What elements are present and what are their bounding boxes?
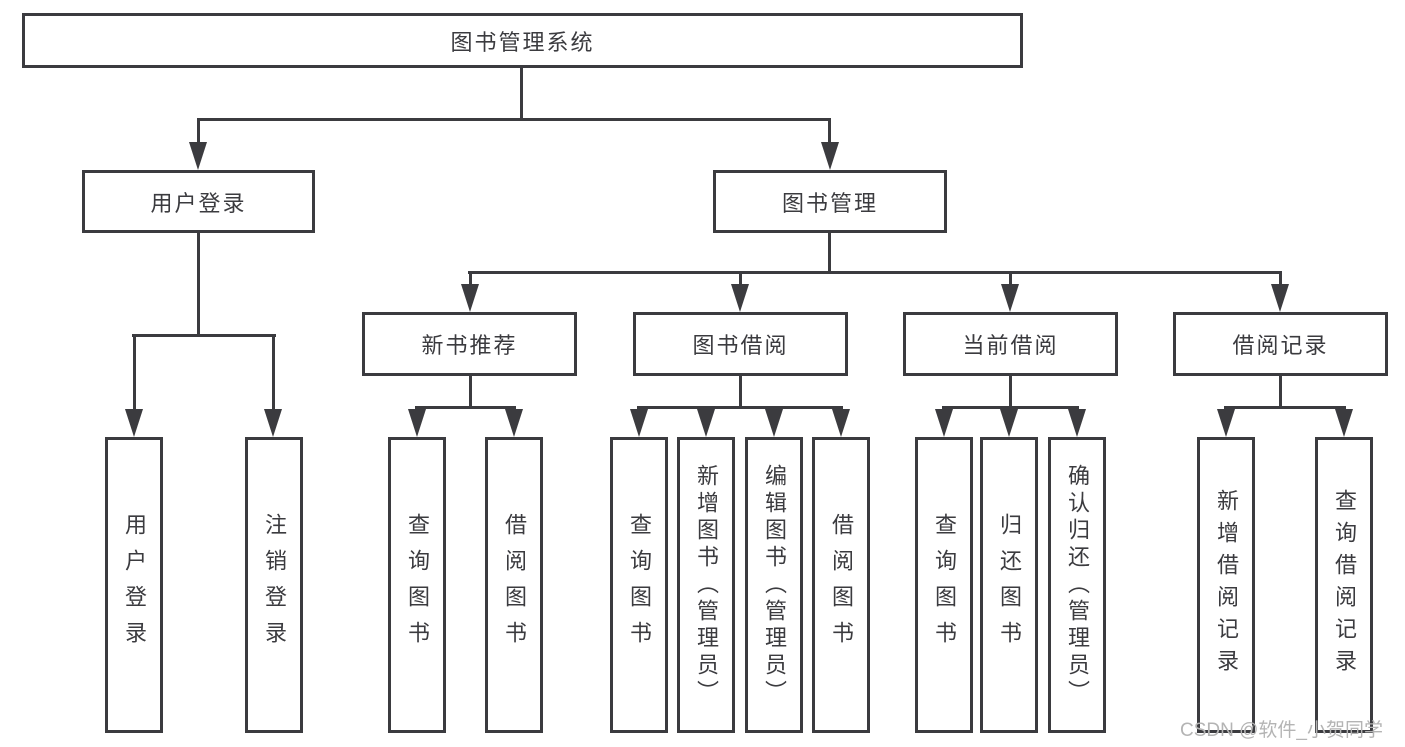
- node-new-book-recommendation: 新书推荐: [362, 312, 577, 376]
- arrow-down-icon: [189, 142, 207, 170]
- arrow-down-icon: [408, 409, 426, 437]
- arrow-down-icon: [731, 284, 749, 312]
- leaf-borrow-books: 借阅图书: [485, 437, 543, 733]
- node-label: 用户登录: [150, 190, 247, 216]
- arrow-down-icon: [832, 409, 850, 437]
- leaf-query-books: 查询图书: [610, 437, 668, 733]
- node-label: 用户登录: [122, 513, 147, 657]
- arrow-down-icon: [765, 409, 783, 437]
- node-label: 新增图书（管理员）: [694, 463, 719, 707]
- connector-stem: [1279, 376, 1282, 408]
- connector-stem: [469, 376, 472, 408]
- connector-stem: [1009, 271, 1012, 287]
- node-user-login: 用户登录: [82, 170, 315, 233]
- node-book-management: 图书管理: [713, 170, 947, 233]
- node-label: 编辑图书（管理员）: [762, 463, 787, 707]
- arrow-down-icon: [461, 284, 479, 312]
- arrow-down-icon: [125, 409, 143, 437]
- connector-root-stem: [520, 68, 523, 120]
- arrow-down-icon: [1217, 409, 1235, 437]
- connector-stem: [469, 271, 472, 287]
- arrow-down-icon: [1271, 284, 1289, 312]
- connector-stem: [828, 233, 831, 274]
- node-label: 图书借阅: [692, 333, 789, 358]
- node-label: 查询借阅记录: [1332, 489, 1357, 681]
- arrow-down-icon: [1001, 284, 1019, 312]
- leaf-confirm-return-admin: 确认归还（管理员）: [1048, 437, 1106, 733]
- connector-stem: [1279, 271, 1282, 287]
- connector-stem: [197, 118, 200, 145]
- connector-split: [132, 334, 276, 337]
- node-library-management-system: 图书管理系统: [22, 13, 1023, 68]
- node-label: 新增借阅记录: [1214, 489, 1239, 681]
- connector-split: [1224, 406, 1346, 409]
- node-label: 查询图书: [405, 513, 430, 657]
- connector-split: [415, 406, 516, 409]
- connector-stem: [1009, 376, 1012, 408]
- arrow-down-icon: [1335, 409, 1353, 437]
- node-label: 查询图书: [932, 513, 957, 657]
- leaf-query-books: 查询图书: [915, 437, 973, 733]
- connector-split: [468, 271, 1282, 274]
- arrow-down-icon: [821, 142, 839, 170]
- connector-stem: [197, 233, 200, 337]
- node-borrowing-records: 借阅记录: [1173, 312, 1388, 376]
- leaf-edit-books-admin: 编辑图书（管理员）: [745, 437, 803, 733]
- arrow-down-icon: [264, 409, 282, 437]
- connector-split: [637, 406, 843, 409]
- leaf-query-borrow-record: 查询借阅记录: [1315, 437, 1373, 733]
- connector-root-split: [197, 118, 831, 121]
- node-label: 注销登录: [262, 513, 287, 657]
- connector-stem: [828, 118, 831, 145]
- connector-stem: [739, 271, 742, 287]
- leaf-query-books: 查询图书: [388, 437, 446, 733]
- connector-split: [942, 406, 1079, 409]
- node-label: 新书推荐: [421, 333, 518, 358]
- arrow-down-icon: [1068, 409, 1086, 437]
- csdn-watermark: CSDN @软件_小贺同学: [1180, 720, 1383, 741]
- node-label: 确认归还（管理员）: [1065, 463, 1090, 707]
- node-label: 借阅图书: [829, 513, 854, 657]
- node-label: 查询图书: [627, 513, 652, 657]
- node-label: 图书管理: [781, 190, 878, 216]
- leaf-return-books: 归还图书: [980, 437, 1038, 733]
- leaf-user-login: 用户登录: [105, 437, 163, 733]
- node-label: 当前借阅: [962, 333, 1059, 358]
- node-label: 借阅记录: [1232, 333, 1329, 358]
- leaf-add-books-admin: 新增图书（管理员）: [677, 437, 735, 733]
- node-label: 归还图书: [997, 513, 1022, 657]
- arrow-down-icon: [1000, 409, 1018, 437]
- arrow-down-icon: [505, 409, 523, 437]
- leaf-logout: 注销登录: [245, 437, 303, 733]
- connector-stem: [133, 334, 136, 412]
- leaf-borrow-books: 借阅图书: [812, 437, 870, 733]
- node-label: 图书管理系统: [450, 29, 595, 55]
- node-book-borrowing: 图书借阅: [633, 312, 848, 376]
- arrow-down-icon: [935, 409, 953, 437]
- arrow-down-icon: [697, 409, 715, 437]
- leaf-add-borrow-record: 新增借阅记录: [1197, 437, 1255, 733]
- connector-stem: [739, 376, 742, 408]
- node-current-borrowing: 当前借阅: [903, 312, 1118, 376]
- connector-stem: [272, 334, 275, 412]
- node-label: 借阅图书: [502, 513, 527, 657]
- arrow-down-icon: [630, 409, 648, 437]
